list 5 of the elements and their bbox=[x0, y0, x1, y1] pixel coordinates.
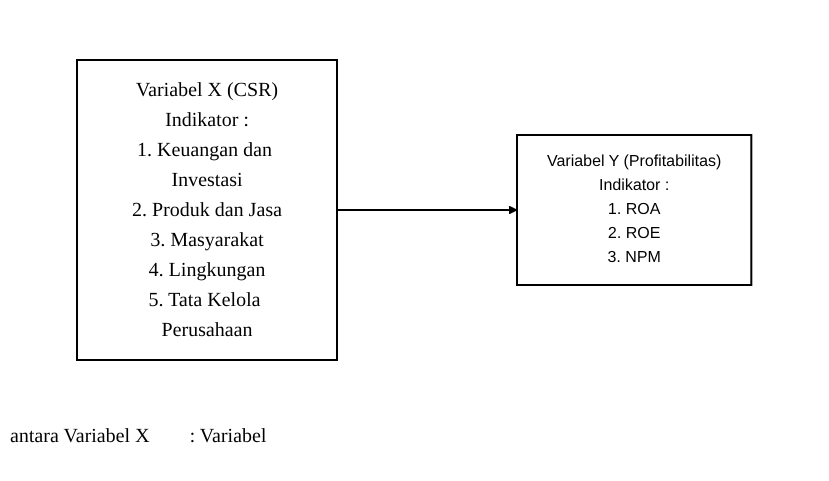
node-box: Variabel Y (Profitabilitas) Indikator : 1. ROA 2. ROE 3. NPM bbox=[516, 134, 753, 286]
node-box: Variabel X (CSR) Indikator : 1. Keuangan dan Investasi 2. Produk dan Jasa 3. Masyarakat 4. Lingkungan 5. Tata Kelola Perusahaan bbox=[76, 59, 338, 361]
arrow bbox=[337, 206, 518, 214]
note-text: antara Variabel X bbox=[10, 425, 150, 448]
note-text: : Variabel bbox=[190, 425, 266, 448]
